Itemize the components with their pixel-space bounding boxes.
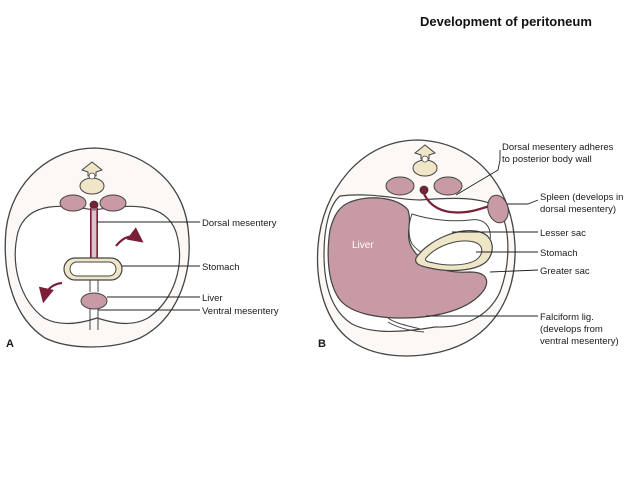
vertebra-b: [412, 144, 438, 177]
label-ventral-mesentery-a: Ventral mesentery: [202, 306, 279, 317]
stomach-a: [63, 257, 123, 281]
aorta-b: [419, 185, 429, 195]
label-stomach-a: Stomach: [202, 262, 240, 273]
stomach-b: [415, 230, 493, 272]
label-stomach-b: Stomach: [540, 248, 578, 259]
label-lesser-sac-b: Lesser sac: [540, 228, 586, 239]
falciform-ligament-b: [387, 317, 425, 333]
label-dorsal-adheres-line2-b: to posterior body wall: [502, 154, 592, 165]
rotation-arrow-right-a: [115, 227, 144, 247]
dorsal-mesentery-b: [423, 193, 493, 214]
liver-text-b: Liver: [352, 240, 374, 251]
label-spleen-line1-b: Spleen (develops in: [540, 192, 623, 203]
slide-title: Development of peritoneum: [420, 14, 592, 29]
label-dorsal-adheres-line1-b: Dorsal mesentery adheres: [502, 142, 614, 153]
panel-letter-a: A: [6, 338, 14, 350]
kidney-right-a: [99, 194, 127, 212]
label-dorsal-mesentery-a: Dorsal mesentery: [202, 218, 277, 229]
vertebra-a: [79, 161, 105, 195]
aorta-a: [89, 200, 99, 210]
rotation-arrow-left-a: [38, 281, 63, 304]
label-falciform-line2-b: (develops from: [540, 324, 603, 335]
label-falciform-line1-b: Falciform lig.: [540, 312, 594, 323]
ventral-mesentery-upper-a: [89, 280, 99, 292]
label-spleen-line2-b: dorsal mesentery): [540, 204, 616, 215]
kidney-right-b: [433, 176, 463, 196]
kidney-left-b: [385, 176, 415, 196]
panel-a: Dorsal mesentery Stomach Liver Ventral m…: [4, 147, 279, 350]
liver-b: [327, 197, 488, 319]
label-falciform-line3-b: ventral mesentery): [540, 336, 619, 347]
spleen-b: [487, 194, 509, 224]
label-liver-a: Liver: [202, 293, 223, 304]
label-greater-sac-b: Greater sac: [540, 266, 590, 277]
panel-b: Liver Dorsal mesentery adheres to poster…: [316, 139, 623, 357]
kidney-left-a: [59, 194, 87, 212]
liver-a: [80, 292, 108, 310]
ventral-mesentery-lower-a: [89, 309, 99, 330]
panel-letter-b: B: [318, 338, 326, 350]
